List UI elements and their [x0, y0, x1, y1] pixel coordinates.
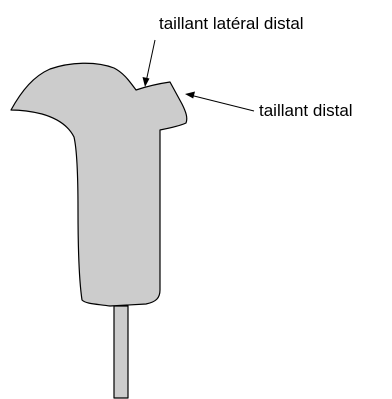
label-lateral-distal: taillant latéral distal — [159, 14, 304, 33]
arrowhead-distal — [185, 92, 195, 99]
arrow-distal — [185, 92, 254, 112]
arrow-lateral-distal — [143, 40, 156, 87]
instrument-shank — [114, 306, 128, 398]
instrument-blade — [11, 63, 187, 306]
instrument-head — [11, 63, 187, 398]
label-distal: taillant distal — [259, 101, 353, 120]
arrowhead-lateral-distal — [143, 77, 150, 87]
